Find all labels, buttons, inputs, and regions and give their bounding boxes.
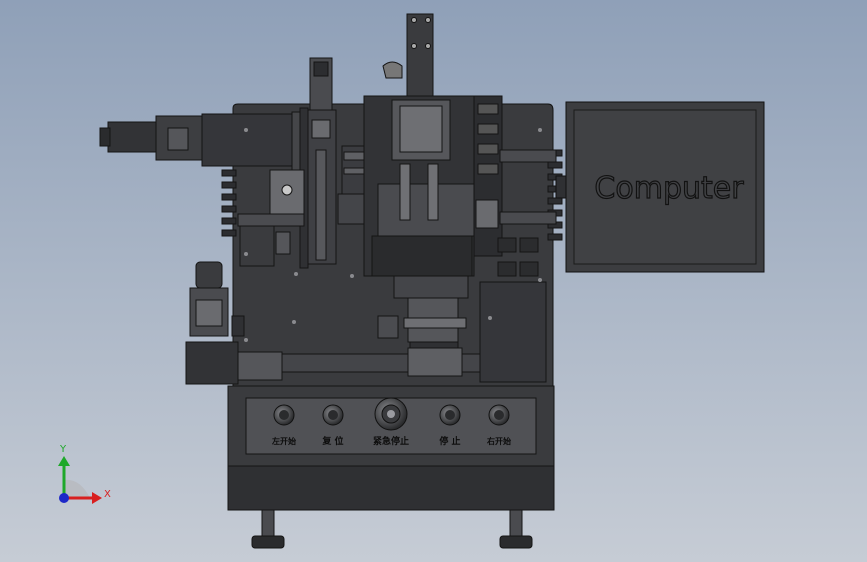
monitor-screen xyxy=(573,109,757,265)
button-row: 左开始 复 位 紧急停止 停 止 右开始 xyxy=(271,397,511,447)
coordinate-triad: Y X xyxy=(58,444,111,504)
emergency-stop-label: 紧急停止 xyxy=(373,435,409,447)
monitor-text: Computer xyxy=(594,171,744,206)
z-axis-icon xyxy=(59,493,69,503)
cable-chain xyxy=(473,95,503,257)
levelling-feet xyxy=(251,509,533,549)
right-start-button[interactable]: 右开始 xyxy=(486,404,511,446)
reset-button[interactable]: 复 位 xyxy=(321,404,344,447)
left-bracket xyxy=(237,169,305,267)
frame-screws xyxy=(230,128,542,486)
stop-button[interactable]: 停 止 xyxy=(439,404,461,447)
triad-plane xyxy=(64,479,90,498)
left-servo xyxy=(189,261,245,337)
emergency-stop-button[interactable]: 紧急停止 xyxy=(373,397,409,447)
stop-label: 停 止 xyxy=(439,435,460,447)
bottom-linear-slide xyxy=(185,341,481,385)
computer-monitor: Computer xyxy=(555,101,765,273)
reset-label: 复 位 xyxy=(321,435,343,447)
left-start-button[interactable]: 左开始 xyxy=(271,404,296,446)
right-start-label: 右开始 xyxy=(486,436,511,446)
left-start-label: 左开始 xyxy=(271,436,296,446)
machine-assembly xyxy=(99,13,563,549)
y-axis-label: Y xyxy=(59,444,67,455)
x-axis-label: X xyxy=(104,489,111,500)
cabinet-plinth xyxy=(227,465,555,511)
left-fins xyxy=(221,169,237,237)
right-modules xyxy=(479,149,557,383)
